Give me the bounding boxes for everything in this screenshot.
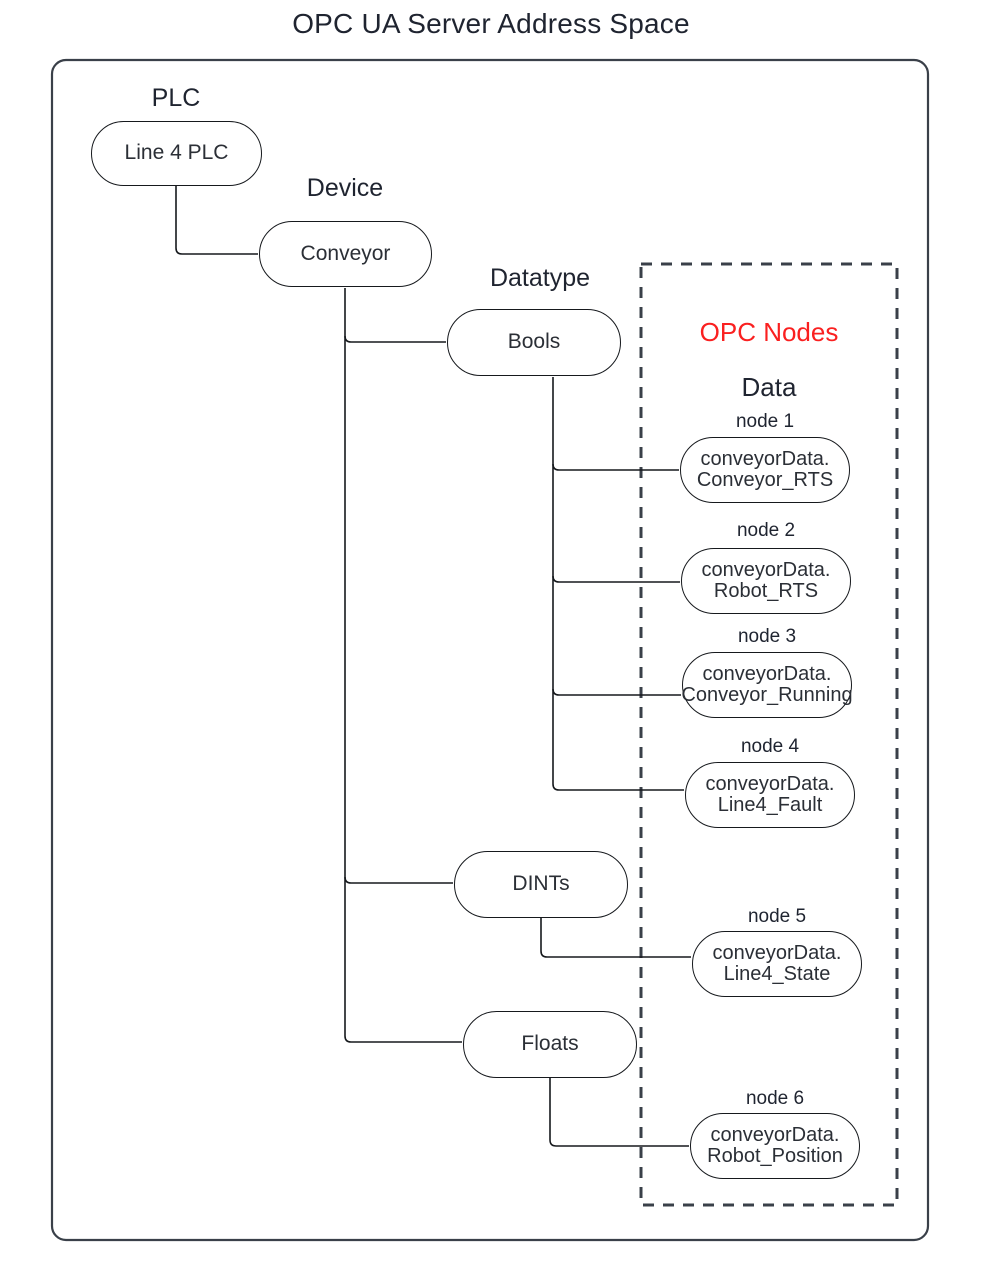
node-box-plc-label: Line 4 PLC (124, 141, 229, 165)
opc-node-5-line1: conveyorData. (712, 941, 842, 964)
opc-nodes-dashed-box (639, 262, 899, 1207)
node-box-plc[interactable]: Line 4 PLC (91, 121, 262, 186)
node-box-bools-label: Bools (507, 330, 561, 354)
opc-node-box-1[interactable]: conveyorData. Conveyor_RTS (680, 437, 850, 503)
node-box-floats[interactable]: Floats (463, 1011, 637, 1078)
opc-node-2-line1: conveyorData. (701, 558, 831, 581)
edge-bools-to-node2 (552, 575, 680, 583)
edge-floats-to-node6 (549, 1078, 689, 1147)
edge-bools-trunk (552, 377, 684, 791)
opc-node-3-line2: Conveyor_Running (681, 684, 853, 706)
opc-nodes-title: OPC Nodes (699, 317, 839, 347)
node-box-dints-label: DINTs (512, 872, 570, 896)
edge-bools-to-node3 (552, 688, 681, 696)
edge-conveyor-to-bools (344, 335, 446, 343)
node-caption-4: node 4 (740, 736, 800, 757)
node-box-device[interactable]: Conveyor (259, 221, 432, 287)
opc-node-4-line2: Line4_Fault (717, 794, 823, 816)
opc-node-box-4[interactable]: conveyorData. Line4_Fault (685, 762, 855, 828)
node-box-bools[interactable]: Bools (447, 309, 621, 376)
node-caption-3: node 3 (737, 626, 797, 647)
node-caption-5: node 5 (747, 906, 807, 927)
edge-bools-to-node1 (552, 463, 679, 471)
node-box-device-label: Conveyor (300, 241, 391, 265)
edge-conveyor-to-dints (344, 876, 453, 884)
edge-plc-to-conveyor (175, 186, 258, 255)
opc-node-box-3[interactable]: conveyorData. Conveyor_Running (681, 652, 853, 718)
node-caption-2: node 2 (736, 520, 796, 541)
group-label-plc: PLC (151, 84, 201, 112)
node-box-dints[interactable]: DINTs (454, 851, 628, 918)
opc-node-6-line1: conveyorData. (710, 1123, 840, 1146)
opc-node-1-line2: Conveyor_RTS (696, 469, 834, 491)
opc-node-1-line1: conveyorData. (700, 447, 830, 470)
opc-nodes-subtitle: Data (741, 372, 797, 402)
opc-node-box-5[interactable]: conveyorData. Line4_State (692, 931, 862, 997)
opc-node-4-line1: conveyorData. (705, 772, 835, 795)
node-caption-6: node 6 (745, 1088, 805, 1109)
opc-node-5-line2: Line4_State (723, 963, 831, 985)
group-label-datatype: Datatype (489, 264, 591, 292)
edge-dints-to-node5 (540, 918, 691, 958)
page-title: OPC UA Server Address Space (292, 8, 690, 39)
group-label-device: Device (306, 174, 384, 202)
edge-conveyor-trunk (344, 288, 462, 1043)
opc-node-3-line1: conveyorData. (702, 662, 832, 685)
opc-node-6-line2: Robot_Position (707, 1145, 843, 1167)
node-box-floats-label: Floats (521, 1032, 579, 1056)
opc-node-box-6[interactable]: conveyorData. Robot_Position (690, 1113, 860, 1179)
node-caption-1: node 1 (735, 411, 795, 432)
opc-node-box-2[interactable]: conveyorData. Robot_RTS (681, 548, 851, 614)
opc-node-2-line2: Robot_RTS (713, 580, 819, 602)
